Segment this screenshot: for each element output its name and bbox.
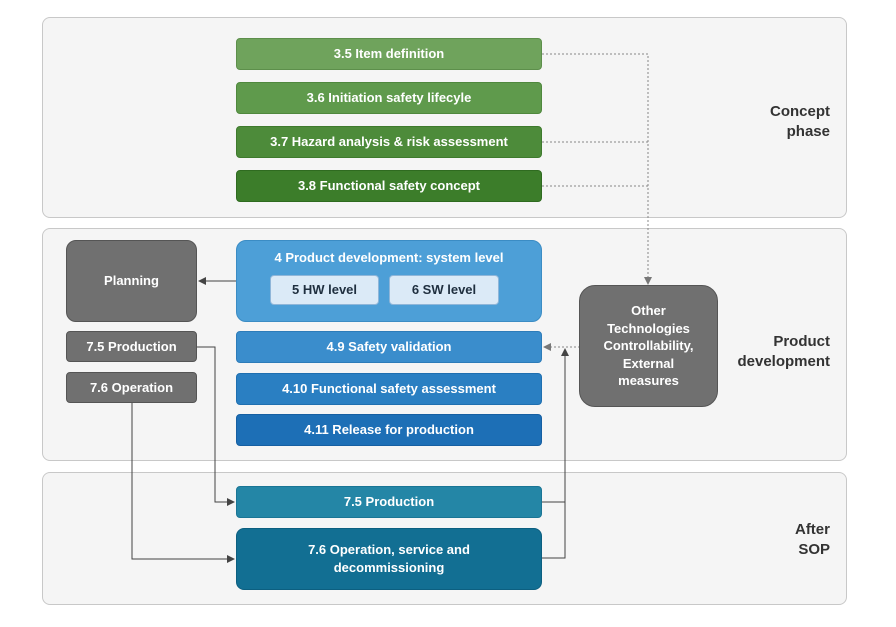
after-sop-phase-label-line2: SOP xyxy=(798,540,830,558)
sw-level-box[interactable]: 6 SW level xyxy=(389,275,499,305)
development-phase-label-line1: Product xyxy=(773,333,830,350)
concept-item-definition[interactable]: 3.5 Item definition xyxy=(236,38,542,70)
after-sop-phase-label: After SOP xyxy=(680,520,830,559)
left-operation-label: 7.6 Operation xyxy=(89,379,174,395)
other-technologies-line4: External xyxy=(622,355,675,371)
arrow-production-to-after xyxy=(197,346,235,506)
hw-level-label: 5 HW level xyxy=(291,282,358,298)
left-production-box[interactable]: 7.5 Production xyxy=(66,331,197,362)
other-technologies-line1: Other xyxy=(631,303,666,319)
hw-level-box[interactable]: 5 HW level xyxy=(270,275,379,305)
line-after-operation-feedback xyxy=(542,500,566,559)
system-level-label: 4 Product development: system level xyxy=(274,250,504,265)
after-operation-line2: decommissioning xyxy=(333,560,445,575)
concept-phase-label: Concept phase xyxy=(680,102,830,141)
concept-hazard-analysis[interactable]: 3.7 Hazard analysis & risk assessment xyxy=(236,126,542,158)
other-technologies-line5: measures xyxy=(618,373,679,389)
after-production-label: 7.5 Production xyxy=(343,494,435,510)
planning-box[interactable]: Planning xyxy=(66,240,197,322)
concept-functional-safety-concept[interactable]: 3.8 Functional safety concept xyxy=(236,170,542,202)
safety-validation-box[interactable]: 4.9 Safety validation xyxy=(236,331,542,363)
left-production-label: 7.5 Production xyxy=(86,338,177,354)
concept-initiation-label: 3.6 Initiation safety lifecyle xyxy=(306,90,472,106)
functional-safety-assessment-box[interactable]: 4.10 Functional safety assessment xyxy=(236,373,542,405)
system-level-box[interactable]: 4 Product development: system level 5 HW… xyxy=(236,240,542,322)
planning-label: Planning xyxy=(104,273,159,289)
after-operation-line1: 7.6 Operation, service and xyxy=(308,542,470,558)
other-technologies-box[interactable]: Other Technologies Controllability, Exte… xyxy=(579,285,718,407)
arrow-operation-to-after xyxy=(131,403,235,563)
concept-phase-label-line2: phase xyxy=(786,122,830,140)
functional-safety-assessment-label: 4.10 Functional safety assessment xyxy=(282,381,496,397)
after-sop-phase-label-line1: After xyxy=(794,521,830,538)
concept-functional-safety-label: 3.8 Functional safety concept xyxy=(297,178,481,194)
left-operation-box[interactable]: 7.6 Operation xyxy=(66,372,197,403)
concept-initiation-safety-lifecycle[interactable]: 3.6 Initiation safety lifecyle xyxy=(236,82,542,114)
development-phase-label-line2: development xyxy=(737,352,830,370)
sw-level-label: 6 SW level xyxy=(411,282,477,298)
other-technologies-line3: Controllability, xyxy=(603,338,694,354)
concept-item-definition-label: 3.5 Item definition xyxy=(333,46,445,62)
development-phase-label: Product development xyxy=(680,332,830,371)
safety-validation-label: 4.9 Safety validation xyxy=(326,339,452,355)
release-for-production-label: 4.11 Release for production xyxy=(304,422,474,438)
after-production-box[interactable]: 7.5 Production xyxy=(236,486,542,518)
release-for-production-box[interactable]: 4.11 Release for production xyxy=(236,414,542,446)
other-technologies-line2: Technologies xyxy=(607,320,690,336)
after-operation-box[interactable]: 7.6 Operation, service and decommissioni… xyxy=(236,528,542,590)
arrow-after-to-validation xyxy=(542,348,569,503)
concept-phase-label-line1: Concept xyxy=(770,103,830,120)
dotted-line-item-definition xyxy=(542,53,652,285)
concept-hazard-analysis-label: 3.7 Hazard analysis & risk assessment xyxy=(270,134,508,150)
